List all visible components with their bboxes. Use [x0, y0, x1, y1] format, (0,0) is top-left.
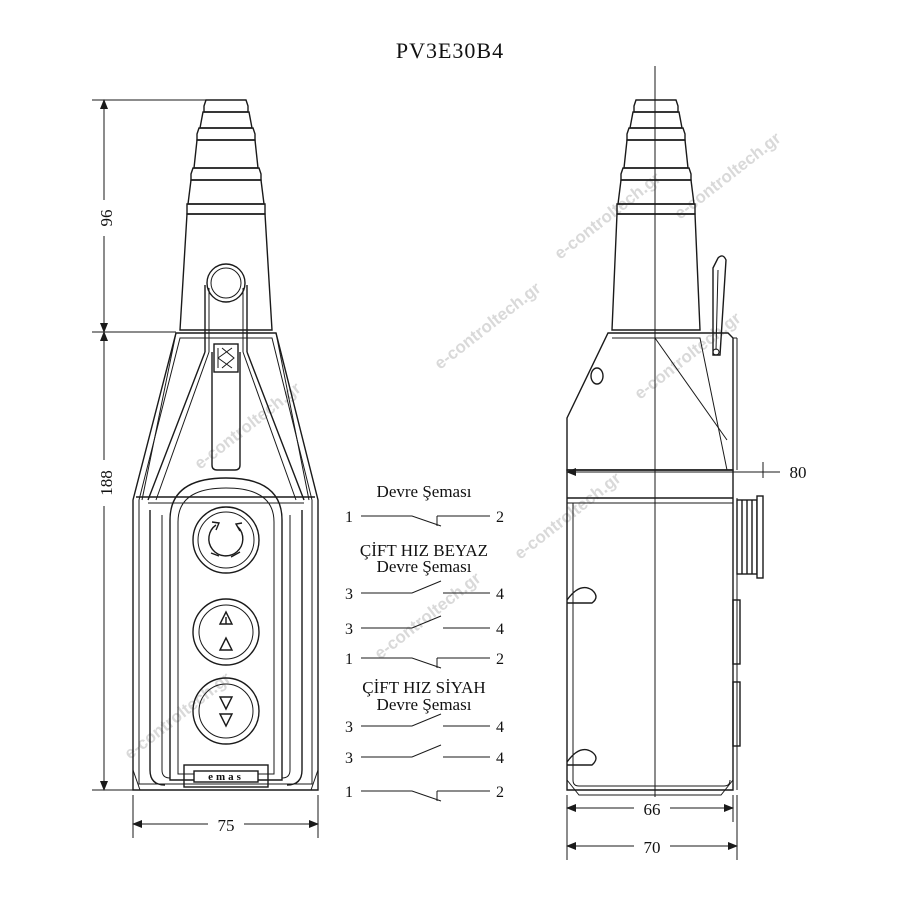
- dimension-width-front: 75: [132, 795, 319, 838]
- down-button[interactable]: [192, 677, 260, 745]
- schema-subheading: Devre Şeması: [377, 557, 472, 576]
- contact-line: [361, 515, 490, 527]
- model-title: PV3E30B4: [396, 38, 504, 63]
- contact-line: [361, 657, 490, 669]
- contact-terminal-left: 3: [345, 750, 353, 767]
- contact-terminal-left: 1: [345, 509, 353, 526]
- dimension-depth-inner: 66: [566, 795, 734, 860]
- contact-line: [361, 744, 490, 758]
- contact-line: [361, 615, 490, 629]
- dimension-label-75: 75: [218, 816, 235, 835]
- watermark: e-controltech.gr: [671, 128, 785, 223]
- hanging-ring: [204, 263, 248, 352]
- watermark: e-controltech.gr: [371, 568, 485, 663]
- housing-body: [132, 332, 319, 791]
- contact-terminal-left: 3: [345, 586, 353, 603]
- watermark-group: e-controltech.gr e-controltech.gr e-cont…: [121, 128, 785, 763]
- watermark: e-controltech.gr: [631, 308, 745, 403]
- double-up-arrow-icon: [218, 610, 234, 651]
- contact-terminal-right: 2: [496, 651, 504, 668]
- schema-heading: Devre Şeması: [377, 482, 472, 501]
- up-button[interactable]: [192, 598, 260, 666]
- brand-logo-plate: emas: [183, 764, 269, 788]
- contact-terminal-right: 4: [496, 750, 504, 767]
- cable-gland: [179, 99, 273, 331]
- contact-terminal-right: 2: [496, 509, 504, 526]
- side-view: [566, 66, 764, 800]
- dimension-label-70: 70: [644, 838, 661, 857]
- dimension-depth-with-button: 80: [566, 462, 807, 482]
- contact-line: [361, 790, 490, 802]
- emergency-stop-icon: [208, 521, 244, 558]
- contact-terminal-left: 1: [345, 651, 353, 668]
- dimension-depth-outer: 70: [566, 795, 738, 860]
- contact-line: [361, 580, 490, 594]
- dimension-height-top: 96: [92, 99, 206, 333]
- front-view: emas: [132, 99, 319, 791]
- side-cable-gland: [611, 99, 701, 331]
- contact-terminal-right: 4: [496, 586, 504, 603]
- side-down-button-profile: [732, 681, 741, 747]
- schema-heading: ÇİFT HIZ SİYAH: [362, 678, 485, 697]
- contact-line: [361, 713, 490, 727]
- schema-subheading: Devre Şeması: [377, 695, 472, 714]
- dimension-label-66: 66: [644, 800, 661, 819]
- dimension-label-96: 96: [97, 210, 116, 227]
- brand-emblem-icon: [213, 343, 239, 373]
- watermark: e-controltech.gr: [511, 468, 625, 563]
- contact-terminal-right: 4: [496, 621, 504, 638]
- side-hanging-clip: [712, 255, 727, 356]
- contact-terminal-right: 2: [496, 784, 504, 801]
- dimension-label-188: 188: [97, 470, 116, 496]
- watermark: e-controltech.gr: [551, 168, 665, 263]
- brand-logo: emas: [208, 771, 244, 783]
- schema-heading: ÇİFT HIZ BEYAZ: [360, 541, 488, 560]
- watermark: e-controltech.gr: [431, 278, 545, 373]
- double-down-arrow-icon: [218, 696, 234, 728]
- button-panel: [169, 477, 283, 781]
- contact-terminal-right: 4: [496, 719, 504, 736]
- dimension-height-body: 188: [92, 331, 133, 791]
- side-up-button-profile: [732, 599, 741, 665]
- contact-terminal-left: 1: [345, 784, 353, 801]
- dimension-label-80: 80: [790, 463, 807, 482]
- contact-terminal-left: 3: [345, 621, 353, 638]
- emergency-stop-button[interactable]: [192, 506, 260, 574]
- side-housing: [566, 332, 738, 796]
- contact-terminal-left: 3: [345, 719, 353, 736]
- side-emergency-stop-profile: [736, 495, 764, 579]
